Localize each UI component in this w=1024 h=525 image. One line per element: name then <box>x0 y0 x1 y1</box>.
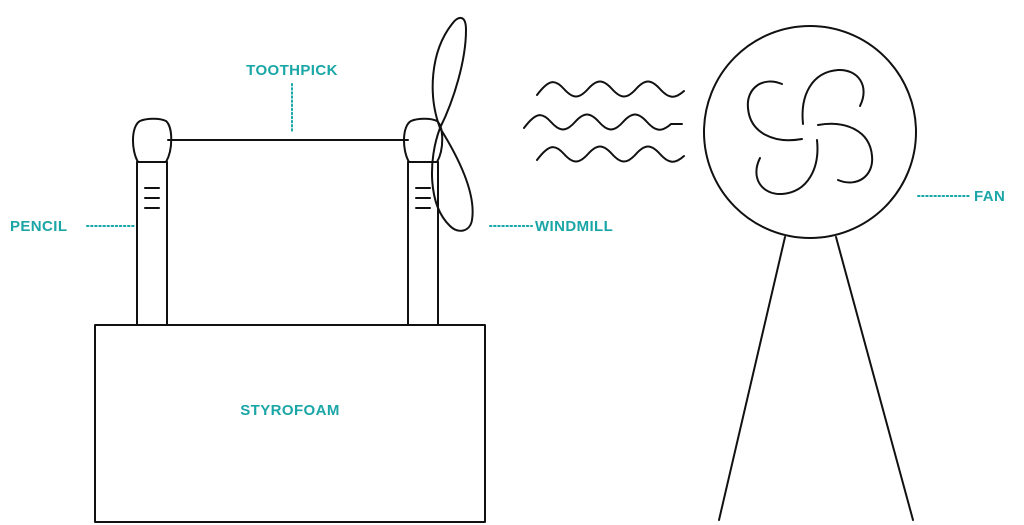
styrofoam-block <box>94 324 486 523</box>
left-pencil <box>132 117 173 326</box>
windmill-blade-lower <box>431 127 474 232</box>
fan-housing <box>703 25 917 239</box>
fan-stand-left <box>718 236 786 521</box>
right-pencil-eraser <box>403 117 444 163</box>
wind-line <box>523 113 683 131</box>
fan-blade <box>755 139 819 196</box>
left-pencil-eraser <box>132 117 173 163</box>
wind-line <box>536 145 685 163</box>
pencil-label: PENCIL <box>10 218 67 235</box>
styrofoam-label: STYROFOAM <box>240 402 339 419</box>
right-pencil <box>403 117 444 326</box>
fan-label: FAN <box>974 188 1005 205</box>
windmill-propeller <box>431 17 474 232</box>
fan <box>703 25 917 521</box>
fan-blade <box>817 122 874 184</box>
wind-line <box>536 80 685 98</box>
fan-stand-right <box>835 236 914 521</box>
windmill-label: WINDMILL <box>535 218 613 235</box>
windmill-blade-upper <box>431 17 467 129</box>
toothpick-label: TOOTHPICK <box>246 62 338 79</box>
fan-blade <box>746 80 803 142</box>
fan-blade <box>801 68 865 125</box>
